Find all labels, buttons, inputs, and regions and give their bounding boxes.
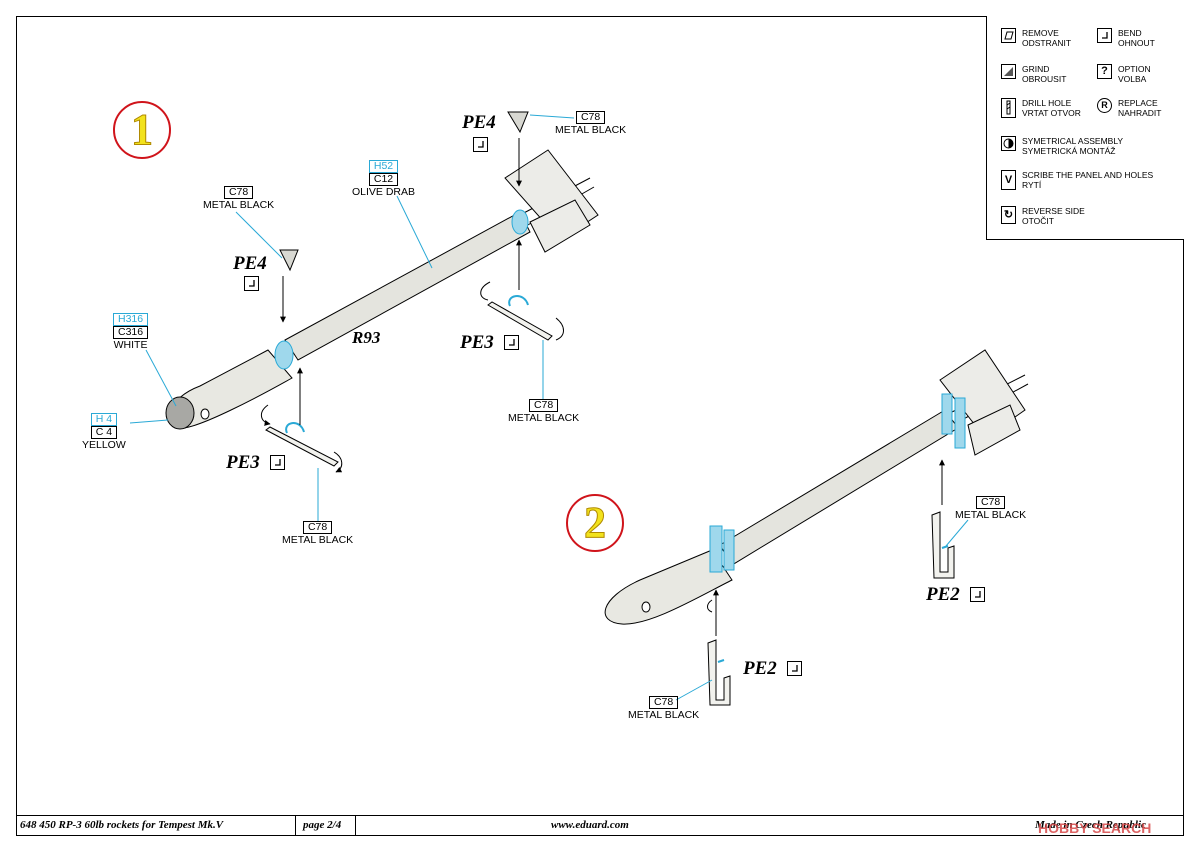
color-code-h: H 4 — [90, 413, 118, 426]
footer-bar: 648 450 RP-3 60lb rockets for Tempest Mk… — [16, 816, 1184, 836]
color-code-h: H52 — [368, 160, 399, 173]
pe3-part-right — [487, 295, 553, 341]
part-label-pe3-right: PE3 — [460, 332, 494, 353]
remove-icon — [1001, 28, 1016, 43]
legend-item-replace: R REPLACE NAHRADIT — [1097, 98, 1161, 118]
color-name: YELLOW — [82, 439, 126, 451]
bend-icon — [473, 137, 488, 152]
legend-item-reverse: ↻ REVERSE SIDE OTOČIT — [1001, 206, 1085, 226]
legend-item-symmetrical: SYMETRICAL ASSEMBLY SYMETRICKÁ MONTÁŽ — [1001, 136, 1123, 156]
color-name: METAL BLACK — [508, 412, 580, 424]
grind-icon — [1001, 64, 1016, 79]
rocket-step2 — [604, 349, 1029, 625]
color-code: C78 — [528, 399, 559, 412]
step-2-badge: 2 — [566, 494, 624, 552]
color-name: METAL BLACK — [955, 509, 1027, 521]
callout-pe3-right-color: C78 METAL BLACK — [508, 399, 579, 424]
scribe-icon: V — [1001, 170, 1016, 190]
color-name: METAL BLACK — [628, 709, 700, 721]
footer-page: page 2/4 — [303, 819, 342, 831]
bend-icon — [970, 587, 985, 602]
legend-item-drill: DRILL HOLE VRTAT OTVOR — [1001, 98, 1081, 118]
rocket-step1 — [165, 149, 599, 430]
bend-icon — [244, 276, 259, 291]
color-code-c: C12 — [368, 173, 399, 186]
legend-item-option: ? OPTION VOLBA — [1097, 64, 1151, 84]
pe3-part-left — [265, 422, 339, 467]
color-name: METAL BLACK — [555, 124, 627, 136]
watermark-logo: HOBBY SEARCH — [1038, 820, 1152, 836]
color-code: C78 — [975, 496, 1006, 509]
legend-item-remove: REMOVE ODSTRANIT — [1001, 28, 1071, 48]
color-name: WHITE — [113, 339, 148, 351]
footer-divider — [355, 816, 356, 835]
color-code-c: C 4 — [90, 426, 118, 439]
color-code: C78 — [223, 186, 254, 199]
bend-icon — [787, 661, 802, 676]
drill-hole-icon — [1001, 98, 1016, 118]
bend-icon — [1097, 28, 1112, 43]
symmetrical-assembly-icon — [1001, 136, 1016, 151]
pe2-part-lower — [707, 639, 731, 706]
pe4-part-lower — [279, 249, 299, 272]
footer-made-in: Made in Czech Republic — [1035, 819, 1146, 831]
callout-warhead-color: H316 C316 WHITE — [113, 313, 149, 351]
step-1-badge: 1 — [113, 101, 171, 159]
footer-product: 648 450 RP-3 60lb rockets for Tempest Mk… — [20, 819, 224, 831]
callout-pe2-left-color: C78 METAL BLACK — [628, 696, 699, 721]
legend-item-scribe: V SCRIBE THE PANEL AND HOLES RYTÍ — [1001, 170, 1153, 190]
callout-pe4-lower-color: C78 METAL BLACK — [203, 186, 274, 211]
color-code-c: C316 — [113, 326, 149, 339]
legend-item-bend: BEND OHNOUT — [1097, 28, 1155, 48]
footer-url: www.eduard.com — [551, 819, 629, 831]
option-icon: ? — [1097, 64, 1112, 79]
callout-pe2-right-color: C78 METAL BLACK — [955, 496, 1026, 521]
pe4-part-upper — [507, 111, 529, 134]
bend-icon — [504, 335, 519, 350]
callout-nose-color: H 4 C 4 YELLOW — [82, 413, 126, 451]
callout-pe3-left-color: C78 METAL BLACK — [282, 521, 353, 546]
color-code-h: H316 — [113, 313, 149, 326]
part-label-r93: R93 — [352, 328, 381, 347]
part-label-pe2-left: PE2 — [743, 658, 777, 679]
replace-icon: R — [1097, 98, 1112, 113]
pe2-part-upper — [931, 511, 955, 579]
drawing-frame — [16, 16, 1184, 816]
color-name: METAL BLACK — [203, 199, 275, 211]
part-label-pe3-left: PE3 — [226, 452, 260, 473]
callout-tube-color: H52 C12 OLIVE DRAB — [352, 160, 415, 198]
color-code: C78 — [648, 696, 679, 709]
color-name: OLIVE DRAB — [352, 186, 416, 198]
footer-divider — [295, 816, 296, 835]
callout-pe4-upper-color: C78 METAL BLACK — [555, 111, 626, 136]
legend-item-grind: GRIND OBROUSIT — [1001, 64, 1066, 84]
reverse-side-icon: ↻ — [1001, 206, 1016, 224]
part-label-pe4-lower: PE4 — [233, 253, 267, 274]
part-label-pe4-upper: PE4 — [462, 112, 496, 133]
legend-panel: REMOVE ODSTRANIT BEND OHNOUT GRIND OBROU… — [986, 16, 1184, 240]
bend-icon — [270, 455, 285, 470]
color-name: METAL BLACK — [282, 534, 354, 546]
part-label-pe2-right: PE2 — [926, 584, 960, 605]
color-code: C78 — [302, 521, 333, 534]
color-code: C78 — [575, 111, 606, 124]
